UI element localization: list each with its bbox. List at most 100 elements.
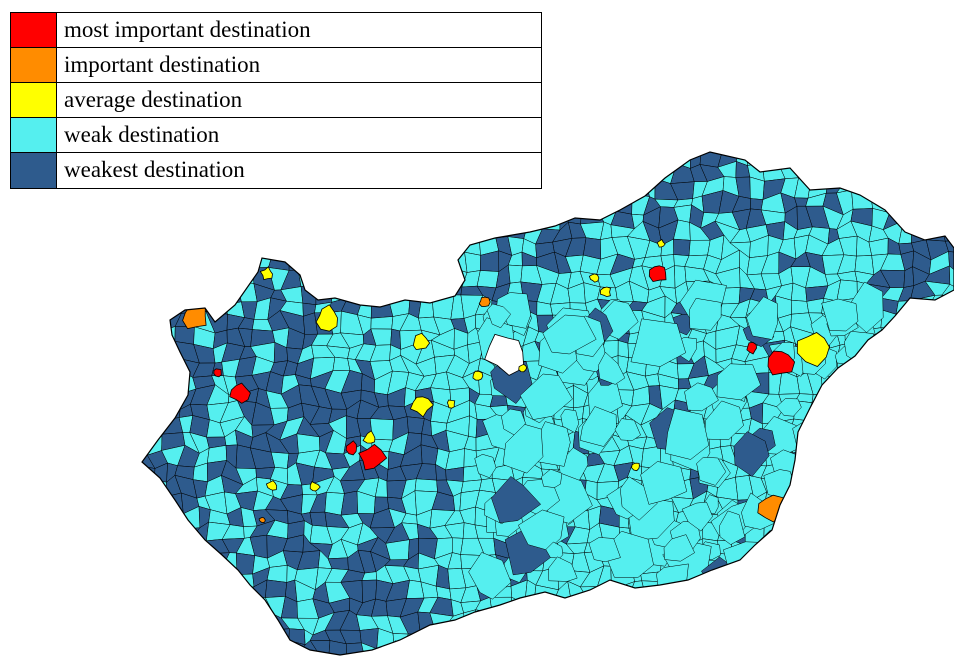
district-cell bbox=[655, 101, 673, 124]
destination-highlight bbox=[309, 481, 321, 492]
district-cell bbox=[881, 31, 903, 44]
district-cell bbox=[509, 596, 530, 615]
district-cell bbox=[672, 626, 689, 651]
district-cell bbox=[616, 42, 631, 65]
district-cell bbox=[913, 163, 935, 185]
district-cell bbox=[3, 377, 18, 394]
district-cell bbox=[865, 543, 891, 556]
district-cell bbox=[900, 86, 913, 107]
district-cell bbox=[865, 475, 889, 497]
district-cell bbox=[874, 506, 884, 530]
district-cell bbox=[57, 300, 76, 318]
district-cell bbox=[12, 210, 31, 224]
district-cell bbox=[192, 192, 211, 212]
district-cell bbox=[57, 316, 79, 335]
district-cell bbox=[752, 77, 770, 86]
district-cell bbox=[102, 370, 125, 395]
district-cell bbox=[939, 430, 954, 453]
district-cell bbox=[942, 529, 954, 543]
district-cell bbox=[808, 504, 827, 529]
district-cell bbox=[429, 236, 454, 255]
district-cell bbox=[626, 162, 645, 182]
district-cell bbox=[763, 73, 785, 86]
district-cell bbox=[177, 220, 200, 237]
district-cell bbox=[941, 294, 954, 319]
district-cell bbox=[733, 630, 751, 645]
district-cell bbox=[474, 191, 500, 214]
district-cell bbox=[568, 13, 589, 29]
destination-highlight bbox=[213, 368, 222, 378]
district-cell bbox=[193, 627, 211, 650]
district-cell bbox=[881, 641, 905, 655]
district-cell bbox=[749, 116, 766, 135]
district-cell bbox=[117, 376, 135, 390]
district-cell bbox=[806, 0, 830, 14]
district-cell bbox=[912, 12, 932, 26]
district-cell bbox=[165, 537, 182, 560]
district-cell bbox=[13, 312, 35, 333]
district-cell bbox=[867, 356, 888, 376]
district-cell bbox=[296, 654, 320, 655]
district-cell bbox=[730, 45, 751, 56]
district-cell bbox=[898, 345, 913, 360]
district-cell bbox=[596, 75, 617, 86]
district-cell bbox=[672, 0, 693, 14]
district-cell bbox=[613, 163, 630, 182]
district-cell bbox=[942, 610, 954, 631]
district-cell bbox=[190, 538, 207, 560]
district-cell bbox=[553, 44, 565, 63]
district-cell bbox=[763, 469, 797, 499]
district-cell bbox=[853, 640, 875, 655]
district-cell bbox=[912, 584, 933, 602]
district-cell bbox=[806, 88, 826, 106]
district-cell bbox=[671, 55, 691, 78]
district-cell bbox=[784, 523, 800, 542]
district-cell bbox=[865, 41, 885, 64]
district-cell bbox=[854, 475, 873, 497]
district-cell bbox=[540, 152, 558, 166]
district-cell bbox=[897, 495, 918, 513]
district-cell bbox=[791, 106, 806, 125]
district-cell bbox=[940, 134, 954, 147]
district-cell bbox=[617, 340, 629, 359]
district-cell bbox=[624, 152, 647, 155]
district-cell bbox=[326, 255, 344, 271]
map-legend: most important destination important des… bbox=[10, 12, 542, 189]
district-cell bbox=[147, 361, 164, 380]
district-cell bbox=[57, 445, 75, 470]
district-cell bbox=[826, 121, 838, 136]
district-cell bbox=[586, 646, 606, 655]
district-cell bbox=[749, 176, 765, 200]
district-cell bbox=[811, 449, 829, 470]
district-cell bbox=[625, 47, 642, 65]
district-cell bbox=[580, 206, 605, 225]
district-cell bbox=[796, 639, 811, 655]
district-cell bbox=[917, 174, 935, 201]
district-cell bbox=[404, 220, 426, 243]
district-cell bbox=[221, 596, 242, 615]
district-cell bbox=[10, 627, 28, 646]
district-cell bbox=[434, 640, 451, 655]
district-cell bbox=[730, 86, 752, 102]
district-cell bbox=[89, 240, 107, 252]
district-cell bbox=[823, 580, 841, 604]
district-cell bbox=[594, 192, 619, 212]
district-cell bbox=[15, 520, 35, 543]
district-cell bbox=[850, 162, 872, 182]
district-cell bbox=[342, 257, 363, 274]
district-cell bbox=[611, 0, 634, 19]
district-cell bbox=[662, 152, 674, 155]
district-cell bbox=[207, 445, 227, 464]
district-cell bbox=[717, 643, 735, 655]
district-cell bbox=[250, 193, 272, 215]
district-cell bbox=[77, 361, 90, 372]
district-cell bbox=[462, 223, 480, 240]
district-cell bbox=[72, 527, 87, 539]
district-cell bbox=[40, 284, 60, 304]
district-cell bbox=[718, 15, 738, 29]
district-cell bbox=[251, 235, 274, 261]
district-cell bbox=[582, 85, 605, 108]
district-cell bbox=[810, 627, 824, 643]
district-cell bbox=[897, 152, 921, 154]
district-cell bbox=[462, 204, 480, 231]
